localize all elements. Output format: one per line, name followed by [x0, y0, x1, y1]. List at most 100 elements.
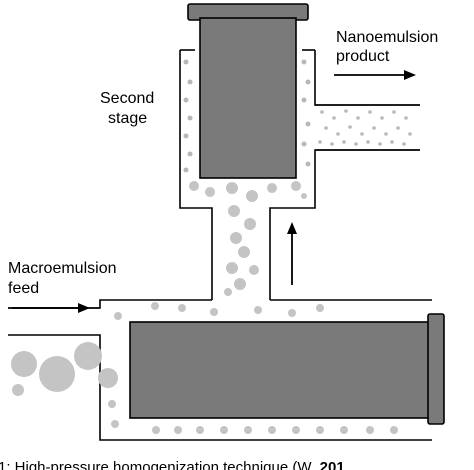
- upper-piston-body: [199, 17, 297, 179]
- droplet: [392, 110, 396, 114]
- droplet: [390, 140, 394, 144]
- droplet: [189, 181, 199, 191]
- droplet: [111, 420, 119, 428]
- upper-piston: [187, 3, 309, 179]
- droplet: [402, 142, 406, 146]
- channel-droplets: [189, 181, 307, 296]
- droplet: [187, 79, 193, 85]
- droplet: [291, 181, 301, 191]
- droplet: [230, 232, 242, 244]
- feed-label-line1: Macroemulsion: [8, 260, 116, 277]
- droplet: [220, 426, 228, 434]
- lower-piston: [129, 313, 445, 425]
- droplet: [305, 121, 311, 127]
- second-stage-label-line1: Second: [100, 90, 154, 107]
- lower-piston-cap: [427, 313, 445, 425]
- droplet: [344, 109, 348, 113]
- product-fine-droplets: [318, 109, 412, 146]
- figure-caption: 1: High-pressure homogenization techniqu…: [0, 459, 345, 470]
- droplet: [187, 115, 193, 121]
- droplet: [368, 110, 372, 114]
- droplet: [292, 426, 300, 434]
- droplet: [224, 288, 232, 296]
- feed-large-droplets: [11, 342, 118, 396]
- droplet: [183, 167, 189, 173]
- droplet: [380, 116, 384, 120]
- droplet: [384, 132, 388, 136]
- droplet: [360, 132, 364, 136]
- droplet: [316, 304, 324, 312]
- droplet: [238, 246, 250, 258]
- droplet: [316, 426, 324, 434]
- droplet: [254, 306, 262, 314]
- droplet: [244, 218, 256, 230]
- droplet: [378, 142, 382, 146]
- droplet: [183, 97, 189, 103]
- lower-piston-body: [129, 321, 433, 419]
- droplet: [354, 142, 358, 146]
- droplet: [249, 265, 259, 275]
- droplet: [246, 190, 258, 202]
- droplet: [11, 351, 37, 377]
- droplet: [234, 278, 246, 290]
- droplet: [178, 304, 186, 312]
- upward-flow-arrow: [287, 222, 297, 285]
- droplet: [151, 302, 159, 310]
- droplet: [372, 126, 376, 130]
- lower-chamber-droplets: [108, 302, 398, 434]
- droplet: [404, 116, 408, 120]
- caption-tail: 201: [320, 459, 345, 470]
- droplet: [244, 426, 252, 434]
- droplet: [268, 426, 276, 434]
- droplet: [342, 140, 346, 144]
- product-flow-arrow: [334, 70, 416, 80]
- droplet: [12, 384, 24, 396]
- droplet: [226, 182, 238, 194]
- droplet: [366, 426, 374, 434]
- droplet: [390, 426, 398, 434]
- droplet: [183, 133, 189, 139]
- droplet: [324, 126, 328, 130]
- droplet: [98, 368, 118, 388]
- droplet: [183, 59, 189, 65]
- droplet: [305, 79, 311, 85]
- droplet: [301, 141, 307, 147]
- droplet: [348, 125, 352, 129]
- droplet: [39, 356, 75, 392]
- droplet: [288, 309, 296, 317]
- product-label-line2: product: [336, 48, 390, 65]
- second-stage-small-droplets: [183, 59, 311, 173]
- droplet: [305, 161, 311, 167]
- droplet: [320, 110, 324, 114]
- droplet: [336, 132, 340, 136]
- droplet: [152, 426, 160, 434]
- droplet: [228, 205, 240, 217]
- feed-flow-arrow: [12, 303, 90, 313]
- droplet: [205, 187, 215, 197]
- droplet: [187, 151, 193, 157]
- droplet: [196, 426, 204, 434]
- droplet: [396, 126, 400, 130]
- droplet: [332, 116, 336, 120]
- droplet: [301, 97, 307, 103]
- droplet: [108, 400, 116, 408]
- caption-prefix: 1: High-pressure homogenization techniqu…: [0, 459, 312, 470]
- droplet: [267, 183, 277, 193]
- product-label-line1: Nanoemulsion: [336, 29, 438, 46]
- droplet: [226, 262, 238, 274]
- droplet: [301, 59, 307, 65]
- droplet: [174, 426, 182, 434]
- feed-label-line2: feed: [8, 280, 39, 297]
- droplet: [114, 312, 122, 320]
- droplet: [366, 140, 370, 144]
- droplet: [356, 116, 360, 120]
- second-stage-label-line2: stage: [108, 110, 147, 127]
- droplet: [408, 132, 412, 136]
- droplet: [340, 426, 348, 434]
- droplet: [74, 342, 102, 370]
- droplet: [330, 142, 334, 146]
- droplet: [210, 308, 218, 316]
- droplet: [318, 140, 322, 144]
- droplet: [301, 193, 307, 199]
